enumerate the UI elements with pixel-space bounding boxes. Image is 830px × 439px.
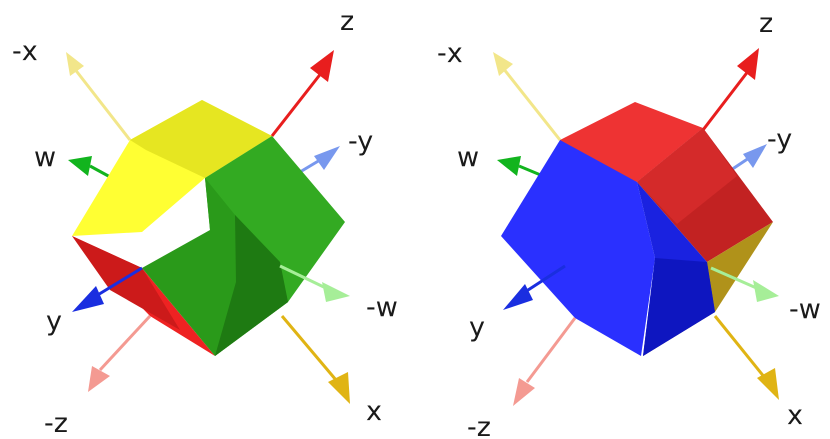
y-axis	[503, 264, 566, 310]
label-z: z	[340, 6, 354, 37]
label-y: y	[46, 306, 62, 337]
neg-x-axis	[493, 52, 562, 141]
label-neg-w: -w	[366, 292, 398, 323]
label-x: x	[787, 400, 803, 431]
neg-x-axis	[66, 52, 132, 141]
neg-w-axis	[710, 266, 779, 302]
label-neg-w: -w	[789, 294, 821, 325]
neg-z-axis	[513, 317, 577, 406]
neg-z-axis	[88, 314, 152, 392]
label-y: y	[469, 312, 485, 343]
label-w: w	[34, 142, 56, 173]
label-neg-x: -x	[437, 38, 463, 69]
w-axis	[497, 156, 544, 178]
neg-y-axis	[299, 146, 340, 174]
right-face-shade	[637, 128, 737, 224]
neg-w-axis	[279, 264, 350, 302]
right-polytope-panel: -x z w -y y -w -z x	[437, 8, 821, 439]
front-face-shade	[643, 258, 715, 356]
label-neg-z: -z	[44, 408, 68, 439]
label-z: z	[759, 8, 773, 39]
neg-y-axis	[730, 144, 767, 172]
label-neg-z: -z	[467, 412, 491, 439]
z-axis	[701, 48, 759, 131]
label-w: w	[457, 142, 479, 173]
top-face-shade	[130, 100, 272, 178]
label-neg-y: -y	[767, 124, 792, 155]
label-x: x	[366, 396, 382, 427]
z-axis	[270, 50, 334, 137]
label-neg-y: -y	[348, 126, 373, 157]
front-face-shade	[215, 215, 288, 356]
x-axis	[713, 315, 779, 400]
y-axis	[72, 266, 143, 312]
label-neg-x: -x	[12, 36, 38, 67]
w-axis	[68, 156, 113, 180]
left-polytope-panel: -x z w -y y -w -z x	[12, 6, 398, 439]
left-face	[501, 140, 655, 356]
x-axis	[280, 315, 350, 404]
left-face-shade	[72, 236, 180, 330]
